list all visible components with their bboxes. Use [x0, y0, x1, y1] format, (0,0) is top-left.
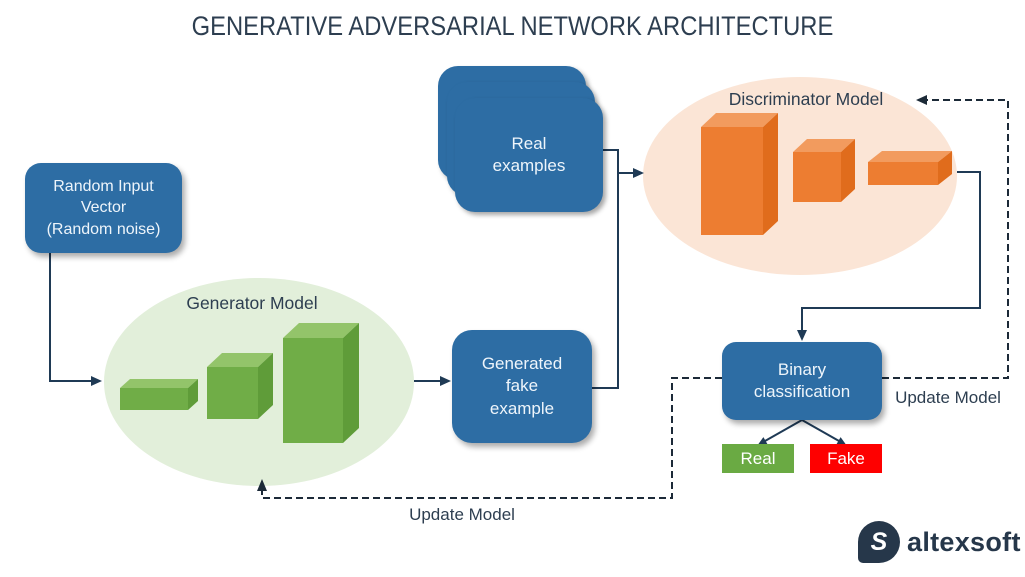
update-model-label-right: Update Model [895, 388, 1001, 407]
generator-layers-bars [120, 323, 359, 443]
dashed-feedback-connectors [261, 99, 1009, 499]
altexsoft-logo-icon: S [858, 521, 900, 563]
diagram-title: GENERATIVE ADVERSARIAL NETWORK ARCHITECT… [191, 11, 834, 41]
altexsoft-logo-text: altexsoft [907, 526, 1021, 557]
arrowhead-update-discriminator [916, 95, 927, 105]
arrowhead-into-binary [797, 330, 807, 341]
discriminator-bar-medium [793, 139, 855, 202]
generated-fake-example-node: Generated fake example [452, 330, 592, 443]
discriminator-bar-large [701, 113, 778, 235]
real-output-label: Real [722, 444, 794, 473]
discriminator-layers-bars [701, 113, 952, 235]
edge-binary-to-real [764, 419, 803, 442]
arrowhead-into-discriminator [633, 168, 644, 178]
random-input-vector-node: Random Input Vector (Random noise) [25, 163, 182, 253]
arrowhead-into-generator [91, 376, 102, 386]
generator-bar-large [283, 323, 359, 443]
arrowhead-into-fake-example [440, 376, 451, 386]
discriminator-bar-small [868, 151, 952, 185]
edge-update-generator-dashed [261, 377, 722, 499]
edge-binary-to-fake [801, 419, 840, 442]
solid-connectors [49, 149, 981, 442]
discriminator-model-label: Discriminator Model [728, 89, 884, 109]
edge-random-to-generator [49, 253, 92, 382]
arrowhead-into-real [757, 437, 768, 446]
real-examples-node: Real examples [455, 98, 603, 212]
fake-output-label: Fake [810, 444, 882, 473]
update-model-label-bottom: Update Model [409, 505, 515, 524]
edge-update-discriminator-dashed [882, 99, 1009, 379]
dashed-arrowheads [257, 95, 927, 491]
binary-classification-node: Binary classification [722, 342, 882, 420]
edge-examples-junction [592, 149, 619, 389]
solid-arrowheads [91, 168, 847, 446]
edge-discriminator-to-binary [801, 171, 981, 331]
generator-bar-medium [207, 353, 273, 419]
generator-model-label: Generator Model [186, 293, 318, 313]
arrowhead-into-fake [836, 437, 847, 446]
altexsoft-logo: S altexsoft [858, 521, 1021, 563]
arrowhead-update-generator [257, 479, 267, 491]
generator-bar-small [120, 379, 198, 410]
